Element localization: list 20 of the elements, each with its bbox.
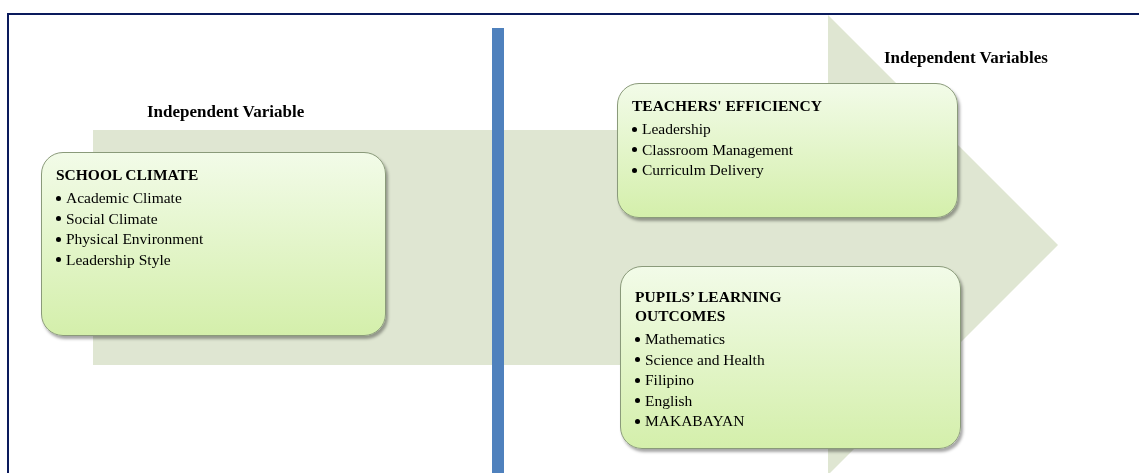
bullet-item: Filipino — [645, 370, 695, 390]
box-heading: SCHOOL CLIMATE — [56, 165, 199, 184]
bullet-item: MAKABAYAN — [645, 411, 745, 431]
rounded-box — [617, 83, 958, 218]
rounded-box — [620, 266, 961, 449]
box-heading: PUPILS’ LEARNING OUTCOMES — [635, 287, 783, 325]
section-heading: Independent Variable — [147, 102, 305, 122]
bullet-item: Leadership Style — [66, 249, 171, 270]
bullet-item: Academic Climate — [66, 188, 182, 208]
bullet-item: Classroom Management — [642, 139, 794, 160]
bullet-item: English — [645, 390, 693, 411]
bullet-item: Physical Environment — [66, 229, 204, 249]
bullet-item: Mathematics — [645, 329, 726, 349]
rounded-box — [41, 152, 386, 336]
bullet-item: Leadership — [642, 119, 711, 139]
box-heading: TEACHERS' EFFICIENCY — [632, 96, 822, 115]
bullet-item: Social Climate — [66, 208, 158, 229]
bullet-item: Curriculm Delivery — [642, 160, 764, 180]
section-heading: Independent Variables — [884, 48, 1048, 68]
bullet-item: Science and Health — [645, 349, 765, 370]
